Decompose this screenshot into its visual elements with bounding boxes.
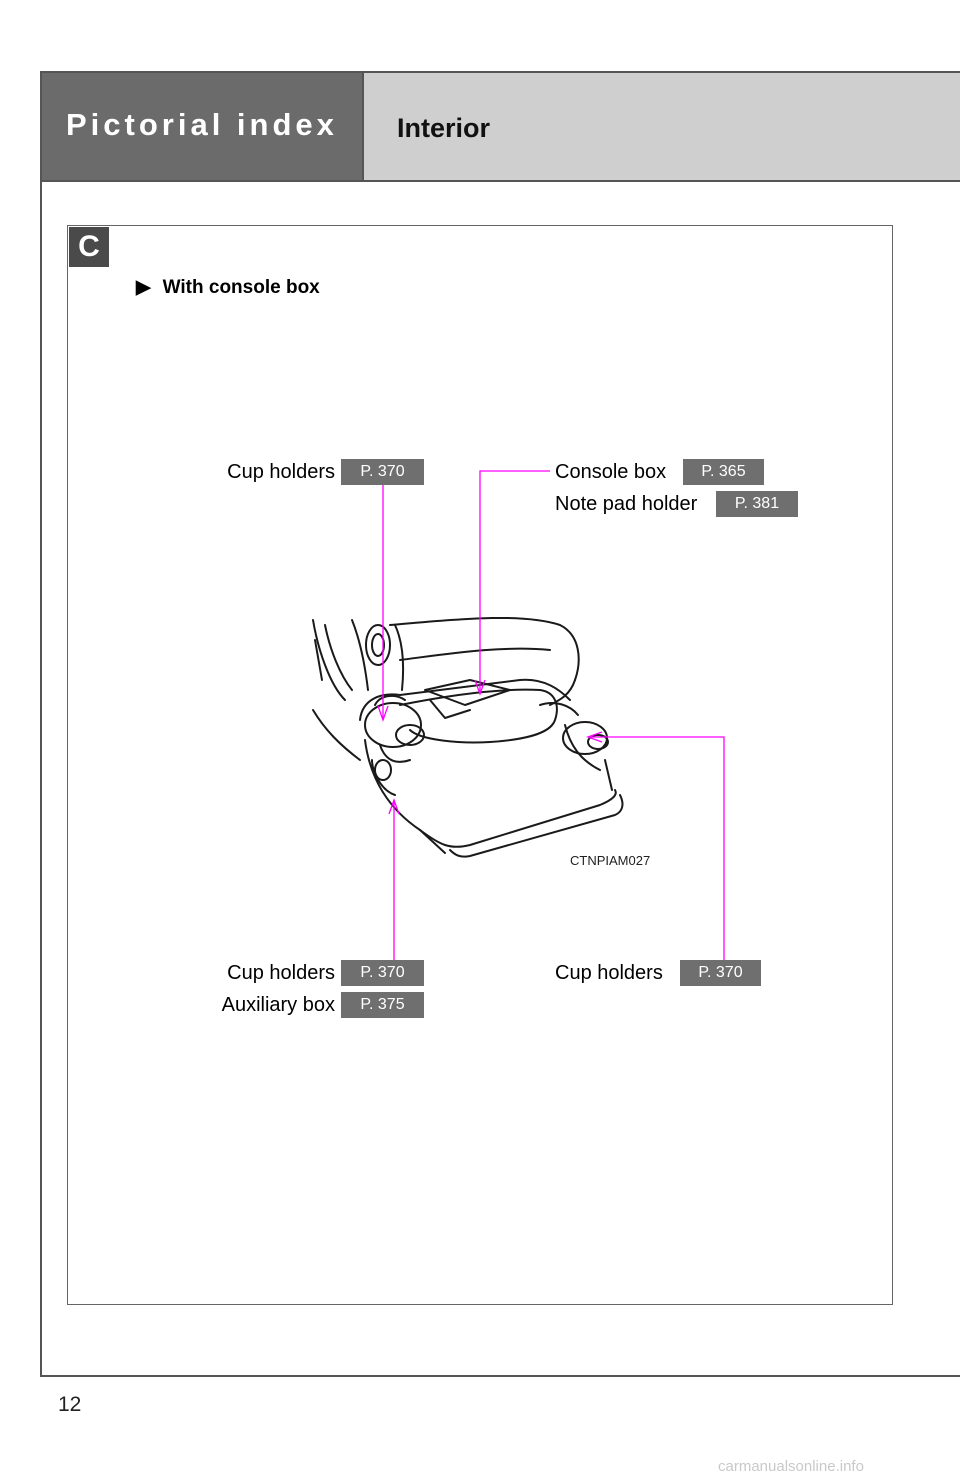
auxiliary-box-page-ref[interactable]: P. 375 <box>341 992 424 1018</box>
leader-lines <box>377 470 725 960</box>
watermark: carmanualsonline.info <box>718 1458 864 1475</box>
console-box-label: Console box <box>555 461 667 483</box>
cup-holders-top-page-ref[interactable]: P. 370 <box>341 459 424 485</box>
cup-holders-bottom-left-page-ref[interactable]: P. 370 <box>341 960 424 986</box>
console-drawing <box>312 616 624 858</box>
subheading: ▶ With console box <box>136 276 320 299</box>
header-divider <box>42 180 960 182</box>
page-number: 12 <box>58 1393 82 1416</box>
cup-holders-bottom-right-label: Cup holders <box>555 962 663 984</box>
page-title-bar: Interior <box>362 73 960 181</box>
section-badge: C <box>69 227 109 267</box>
content-box <box>67 225 893 1305</box>
subheading-text: With console box <box>162 277 320 298</box>
cup-holders-bottom-left-label: Cup holders <box>227 962 335 984</box>
note-pad-holder-label: Note pad holder <box>555 493 698 515</box>
figure-code: CTNPIAM027 <box>570 853 651 868</box>
section-title: Pictorial index <box>66 107 338 142</box>
cup-holders-top-label: Cup holders <box>227 461 335 483</box>
console-box-page-ref[interactable]: P. 365 <box>683 459 764 485</box>
triangle-arrow-icon: ▶ <box>136 277 151 298</box>
section-tab: Pictorial index <box>42 73 362 181</box>
note-pad-holder-page-ref[interactable]: P. 381 <box>716 491 798 517</box>
auxiliary-box-label: Auxiliary box <box>221 994 335 1016</box>
cup-holders-bottom-right-page-ref[interactable]: P. 370 <box>680 960 761 986</box>
page-frame <box>40 71 960 1377</box>
page-title: Interior <box>397 113 491 143</box>
